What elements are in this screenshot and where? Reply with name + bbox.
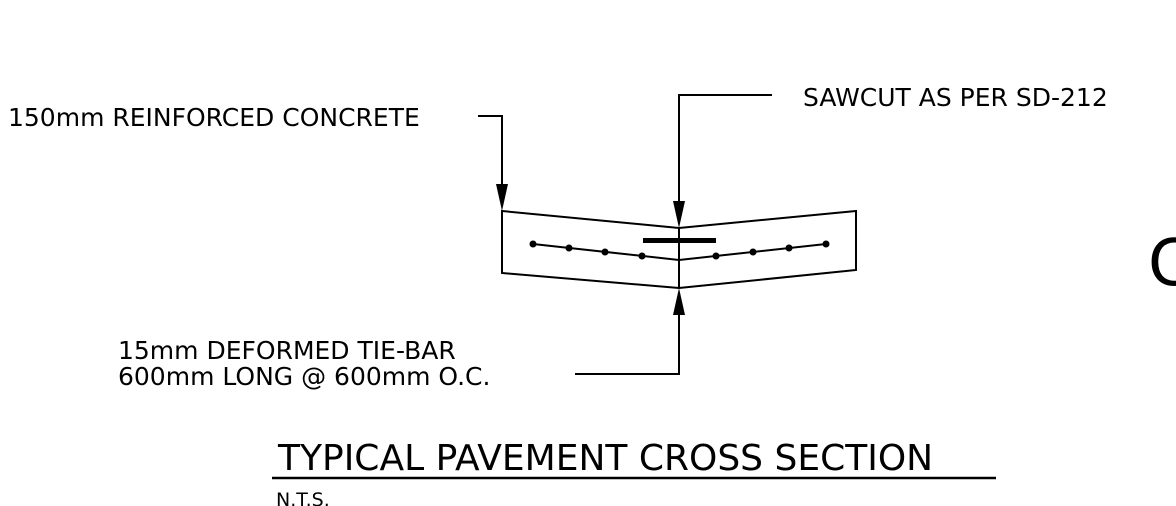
concrete-arrowhead [496,184,508,211]
tiebar-arrowhead [673,288,685,315]
tiebar-label-line2: 600mm LONG @ 600mm O.C. [118,362,490,391]
tiebar-label-line1: 15mm DEFORMED TIE-BAR [118,336,456,365]
sawcut-leader-line [678,94,772,202]
tie-bar-dot [529,240,537,248]
tie-bar-dot [785,244,793,252]
tie-bar-dot [712,252,720,260]
tie-bar-dot [565,244,573,252]
tie-bar-dots [529,240,830,260]
section-title: TYPICAL PAVEMENT CROSS SECTION [277,438,933,479]
tie-bar-dot [638,252,646,260]
tie-bar-dot [749,248,757,256]
tie-bar-dot [822,240,830,248]
sawcut-bar [643,238,716,243]
scale-note: N.T.S. [276,489,330,506]
sawcut-arrowhead [673,201,685,228]
concrete-label: 150mm REINFORCED CONCRETE [8,103,420,132]
tiebar-leader-line [575,314,680,375]
edge-glyph: C [1148,227,1176,301]
sawcut-label: SAWCUT AS PER SD-212 [803,83,1108,112]
concrete-leader-line [478,115,503,185]
tie-bar-dot [601,248,609,256]
